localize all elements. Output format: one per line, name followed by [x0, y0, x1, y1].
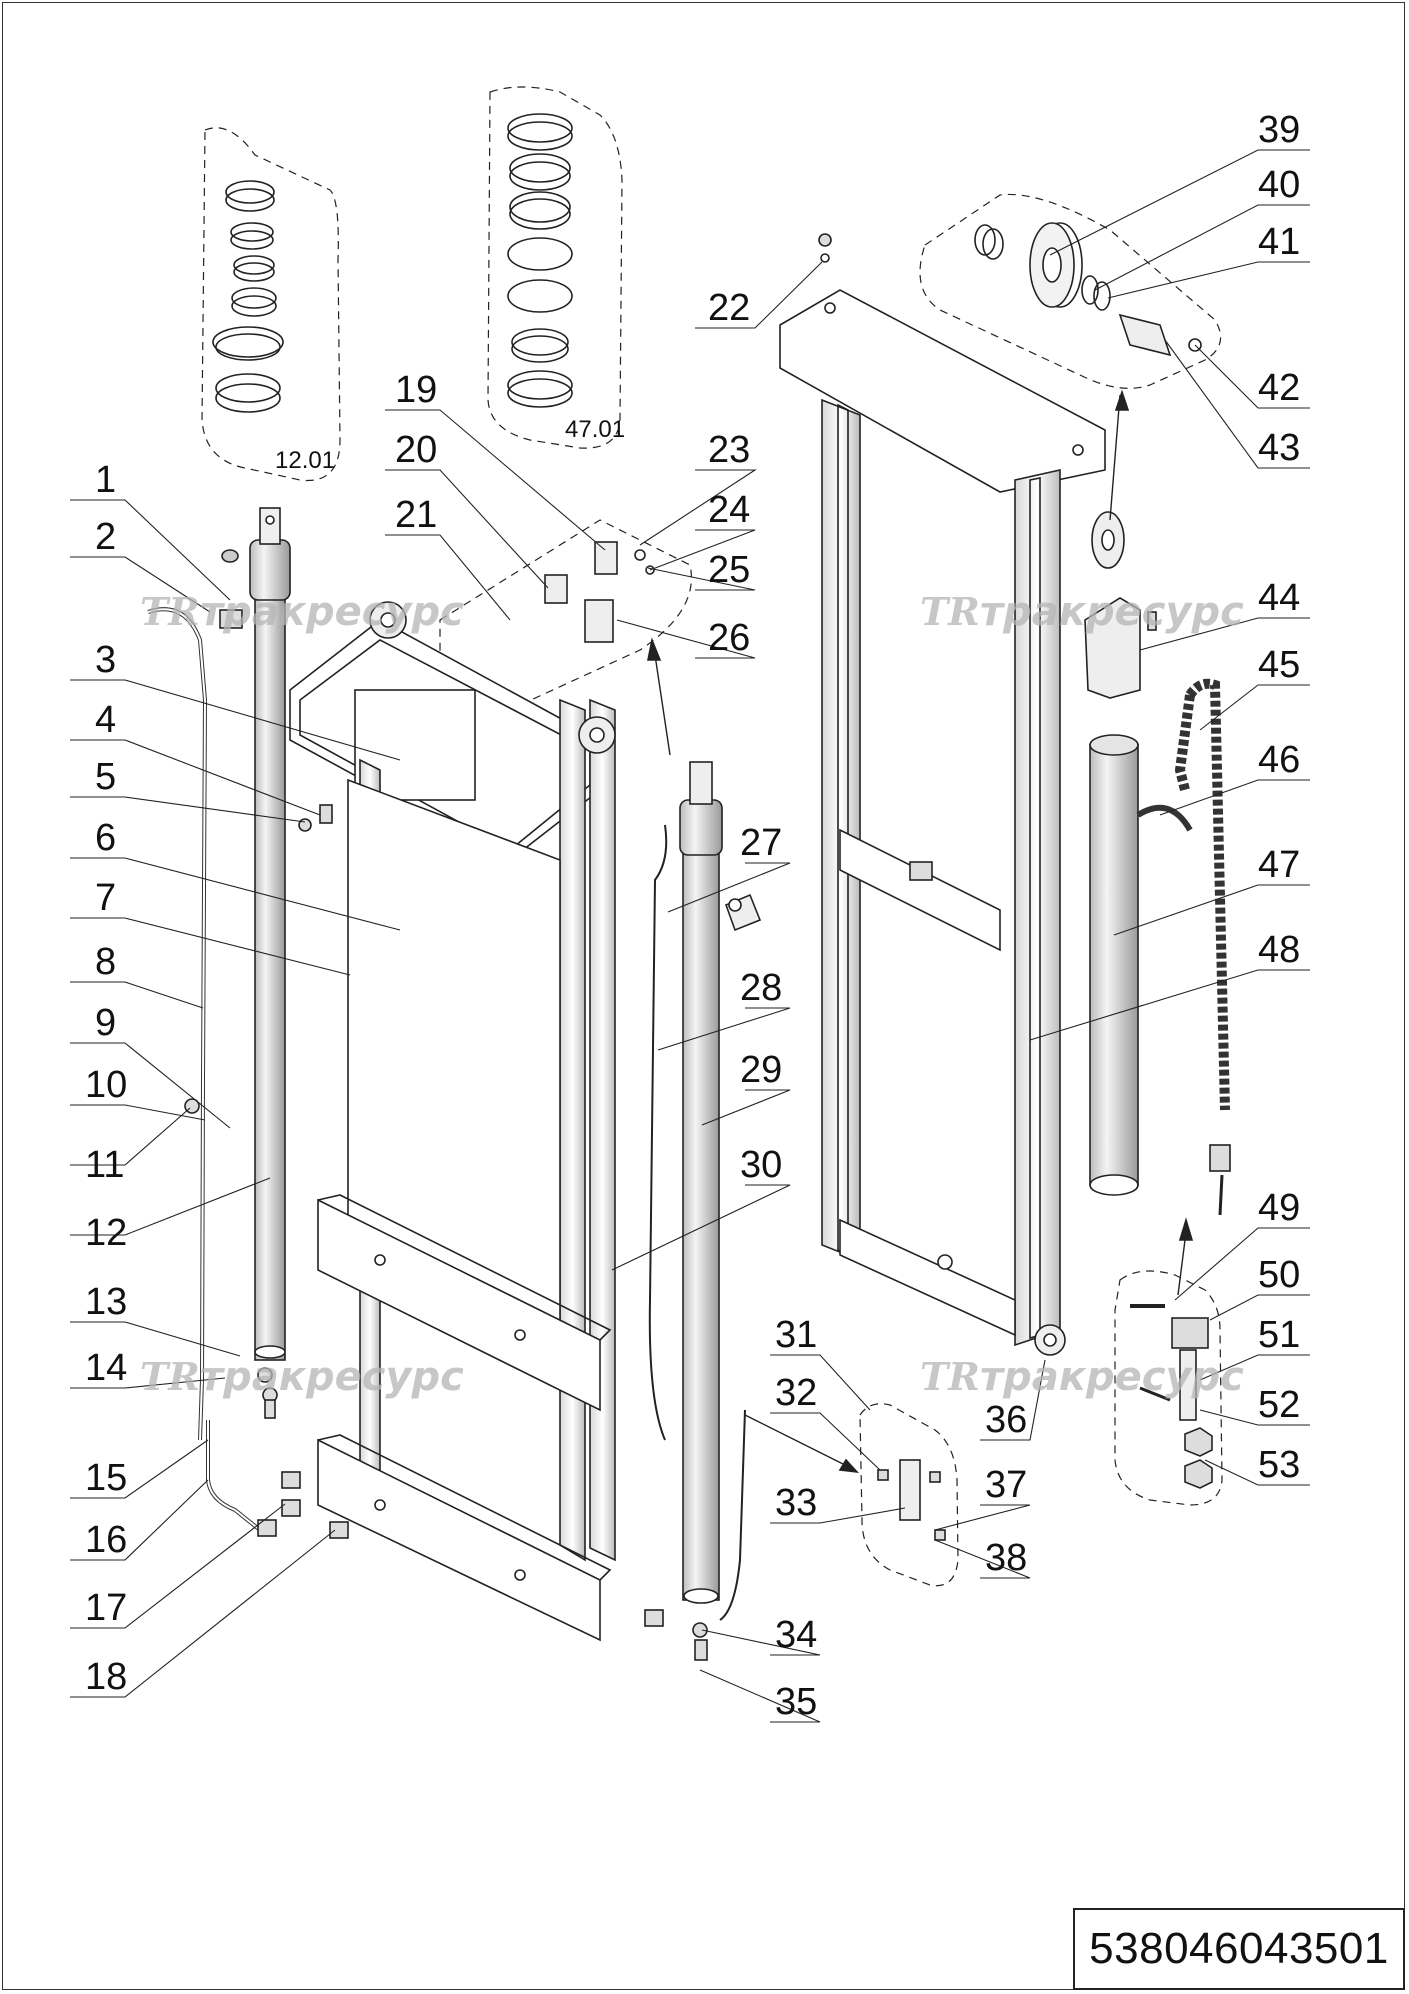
callout-53: 53 [1258, 1444, 1300, 1486]
callout-11: 11 [85, 1144, 124, 1186]
callout-14: 14 [85, 1347, 127, 1389]
callout-2: 2 [95, 516, 116, 558]
outer-mast-assembly [779, 289, 1106, 1356]
callout-48: 48 [1258, 929, 1300, 971]
callout-23: 23 [708, 429, 750, 471]
right-cylinder [1089, 744, 1139, 1186]
callout-4: 4 [95, 699, 116, 741]
callout-18: 18 [85, 1656, 127, 1698]
group-39-43-boundary [919, 193, 1222, 389]
callout-19: 19 [395, 369, 437, 411]
middle-cylinder [682, 819, 720, 1601]
watermark-text: тракресурс [200, 1354, 464, 1400]
watermark-text: тракресурс [980, 589, 1244, 635]
callout-32: 32 [775, 1372, 817, 1414]
seal-set-47 [507, 113, 573, 408]
group-49-53-boundary [1114, 1270, 1223, 1506]
callout-43: 43 [1258, 427, 1300, 469]
callout-22: 22 [708, 287, 750, 329]
callout-37: 37 [985, 1464, 1027, 1506]
callout-3: 3 [95, 639, 116, 681]
group-label-12: 12.01 [275, 447, 335, 474]
callout-49: 49 [1258, 1187, 1300, 1229]
callout-33: 33 [775, 1482, 817, 1524]
callout-9: 9 [95, 1002, 116, 1044]
callout-10: 10 [85, 1064, 127, 1106]
watermark-logo: TR [140, 1354, 200, 1399]
callout-42: 42 [1258, 367, 1300, 409]
callout-17: 17 [85, 1587, 127, 1629]
document-number-box: 538046043501 [1073, 1908, 1405, 1990]
callout-8: 8 [95, 941, 116, 983]
watermark-text: тракресурс [980, 1354, 1244, 1400]
callout-31: 31 [775, 1314, 817, 1356]
lower-pipe [206, 1420, 262, 1532]
callout-20: 20 [395, 429, 437, 471]
callout-numbers: 1 2 3 4 5 6 7 8 9 10 11 12 13 14 15 16 1… [85, 109, 1300, 1723]
callout-47: 47 [1258, 844, 1300, 886]
callout-7: 7 [95, 877, 116, 919]
callout-16: 16 [85, 1519, 127, 1561]
callout-51: 51 [1258, 1314, 1300, 1356]
callout-41: 41 [1258, 221, 1300, 263]
watermark-logo: TR [140, 589, 200, 634]
hydraulic-line [147, 607, 208, 1441]
sensor-cable [648, 824, 668, 1441]
callout-45: 45 [1258, 644, 1300, 686]
callout-12: 12 [85, 1212, 127, 1254]
callout-6: 6 [95, 817, 116, 859]
callout-46: 46 [1258, 739, 1300, 781]
chain-anchor [1084, 597, 1141, 699]
callout-25: 25 [708, 549, 750, 591]
seal-set-12 [212, 180, 284, 413]
callout-24: 24 [708, 489, 750, 531]
chain [1185, 678, 1230, 1111]
callout-44: 44 [1258, 577, 1300, 619]
watermarks: TR тракресурс TR тракресурс TR тракресур… [140, 589, 1244, 1400]
callout-29: 29 [740, 1049, 782, 1091]
watermark-logo: TR [920, 589, 980, 634]
group-label-47: 47.01 [565, 416, 625, 443]
callout-35: 35 [775, 1681, 817, 1723]
callout-30: 30 [740, 1144, 782, 1186]
left-cylinder [254, 559, 286, 1361]
inner-mast-assembly [289, 601, 616, 1642]
callout-15: 15 [85, 1457, 127, 1499]
callout-26: 26 [708, 617, 750, 659]
callout-38: 38 [985, 1537, 1027, 1579]
callout-52: 52 [1258, 1384, 1300, 1426]
callout-34: 34 [775, 1614, 817, 1656]
callout-40: 40 [1258, 164, 1300, 206]
watermark-logo: TR [920, 1354, 980, 1399]
callout-13: 13 [85, 1281, 127, 1323]
leader-lines [70, 149, 1310, 1723]
callout-50: 50 [1258, 1254, 1300, 1296]
document-number: 538046043501 [1089, 1924, 1389, 1973]
group-12-boundary [201, 127, 341, 482]
callout-28: 28 [740, 967, 782, 1009]
watermark-text: тракресурс [200, 589, 464, 635]
callout-5: 5 [95, 756, 116, 798]
callout-39: 39 [1258, 109, 1300, 151]
callout-27: 27 [740, 822, 782, 864]
group-31-38-boundary [859, 1403, 959, 1587]
callout-36: 36 [985, 1399, 1027, 1441]
callout-1: 1 [95, 459, 116, 501]
callout-21: 21 [395, 494, 437, 536]
